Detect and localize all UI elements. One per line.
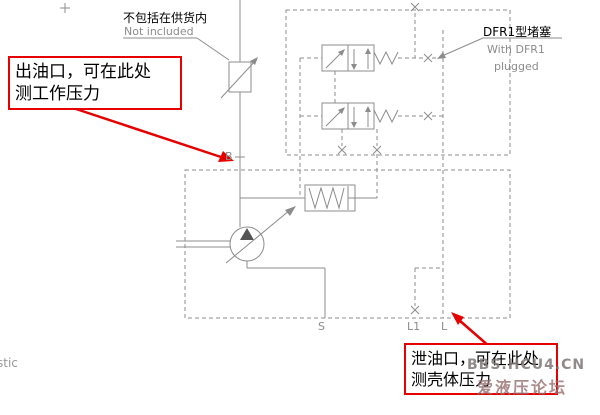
note-dfr1-cn: DFR1型堵塞: [483, 25, 552, 39]
note-not-included-cn: 不包括在供货内: [123, 11, 208, 25]
dfr1-leader-line: [437, 37, 562, 59]
watermark-url: BBS.HCU4.CN: [467, 357, 586, 373]
port-label-s: S: [318, 320, 325, 333]
top-left-symbol: [60, 3, 70, 13]
callout-outlet-pressure: 出油口，可在此处 测工作压力: [8, 56, 182, 110]
note-not-included-en: Not included: [124, 25, 194, 38]
suction-line: [246, 261, 326, 318]
control-valve-bottom: [321, 102, 399, 130]
port-label-l1: L1: [407, 320, 421, 333]
not-included-leader-line: [123, 37, 230, 61]
note-dfr1-en1: With DFR1: [487, 43, 545, 56]
red-arrow-drain: [451, 312, 491, 348]
dashed-enclosure-main: [184, 169, 511, 319]
stroking-piston: [240, 184, 377, 212]
pilot-lines: [299, 30, 444, 318]
callout-outlet-line2: 测工作压力: [15, 84, 100, 104]
top-plug-x: [410, 2, 420, 58]
callout-drain-line2: 测壳体压力: [411, 370, 492, 389]
note-dfr1-en2: plugged: [494, 60, 539, 73]
variable-throttle-symbol: [220, 57, 258, 99]
pump-symbol: [176, 206, 296, 264]
plug-x-marks: [337, 53, 433, 315]
main-pressure-line: [235, 0, 245, 227]
callout-drain-line1: 泄油口，可在此处: [411, 349, 540, 368]
left-edge-text-fragment: stic: [0, 356, 18, 370]
red-arrow-outlet: [69, 105, 234, 162]
dashed-enclosure-valve-block: [285, 9, 511, 156]
callout-drain-pressure: 泄油口，可在此处 测壳体压力: [404, 343, 558, 395]
port-label-l: L: [441, 320, 448, 333]
control-valve-top: [321, 44, 399, 72]
watermark-forum-name: 爱液压论坛: [477, 378, 568, 397]
callout-outlet-line1: 出油口，可在此处: [15, 62, 151, 82]
port-label-b: B: [225, 150, 233, 163]
